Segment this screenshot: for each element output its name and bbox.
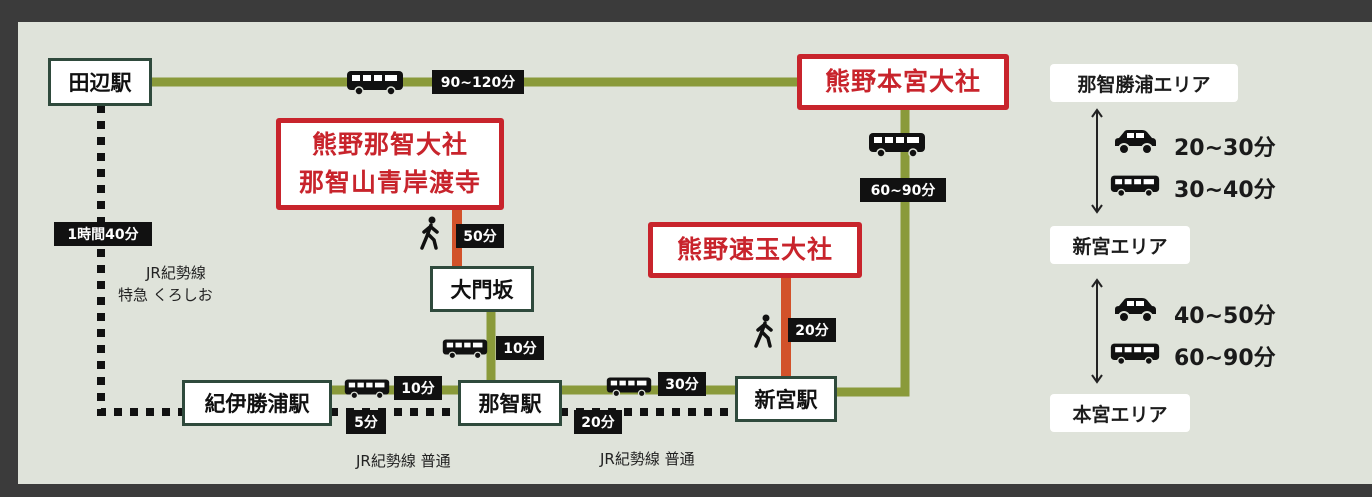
bus-route-hongu-shingu (836, 108, 910, 397)
station-kiikatsuura[interactable]: 紀伊勝浦駅 (182, 380, 332, 426)
station-daimonzaka[interactable]: 大門坂 (430, 266, 534, 312)
station-shingu[interactable]: 新宮駅 (735, 376, 837, 422)
time-bus-nachi-daimonzaka: 10分 (496, 336, 544, 360)
shrine-hongu[interactable]: 熊野本宮大社 (797, 54, 1009, 110)
shrine-hayatama[interactable]: 熊野速玉大社 (648, 222, 862, 278)
bus-icon (606, 377, 652, 398)
time-tanabe-hongu: 90~120分 (432, 70, 524, 94)
legend-arrow-upper (1091, 108, 1103, 214)
note-jr-limited-line2: 特急 くろしお (118, 286, 213, 304)
legend-car-time-2: 40~50分 (1174, 304, 1276, 329)
walker-icon (420, 216, 439, 250)
note-jr-limited-line1: JR紀勢線 (146, 264, 206, 282)
bus-icon (344, 379, 390, 400)
time-bus-katsuura-nachi: 10分 (394, 376, 442, 400)
car-icon (1115, 130, 1156, 155)
area-hongu: 本宮エリア (1050, 394, 1190, 432)
shrine-nachi-taisha[interactable]: 熊野那智大社 那智山青岸渡寺 (276, 118, 504, 210)
walker-icon (754, 314, 773, 348)
area-nachikatsuura: 那智勝浦エリア (1050, 64, 1238, 102)
note-jr-limited: JR紀勢線 特急 くろしお (118, 262, 213, 306)
time-jr-tanabe-katsuura: 1時間40分 (54, 222, 152, 246)
bus-icon (442, 339, 488, 360)
area-shingu: 新宮エリア (1050, 226, 1190, 264)
bus-icon (1110, 175, 1160, 197)
legend-arrow-lower (1091, 278, 1103, 384)
car-icon (1115, 298, 1156, 323)
legend-bus-time-1: 30~40分 (1174, 178, 1276, 203)
time-hongu-shingu: 60~90分 (860, 178, 946, 202)
legend-bus-time-2: 60~90分 (1174, 346, 1276, 371)
bus-icon (1110, 343, 1160, 365)
time-jr-katsuura-nachi: 5分 (346, 410, 386, 434)
station-tanabe[interactable]: 田辺駅 (48, 58, 152, 106)
bus-icon (347, 71, 403, 96)
legend-car-time-1: 20~30分 (1174, 136, 1276, 161)
jr-rail-tanabe-katsuura (97, 105, 185, 416)
time-bus-nachi-shingu: 30分 (658, 372, 706, 396)
shrine-seigantoji-label: 那智山青岸渡寺 (298, 168, 481, 197)
time-jr-nachi-shingu: 20分 (574, 410, 622, 434)
note-jr-local-1: JR紀勢線 普通 (356, 452, 451, 470)
note-jr-local-2: JR紀勢線 普通 (600, 450, 695, 468)
time-walk-daimonzaka: 50分 (456, 224, 504, 248)
station-nachi[interactable]: 那智駅 (458, 380, 562, 426)
bus-icon (869, 133, 925, 158)
time-walk-shingu-hayatama: 20分 (788, 318, 836, 342)
shrine-nachi-taisha-label: 熊野那智大社 (311, 130, 468, 159)
